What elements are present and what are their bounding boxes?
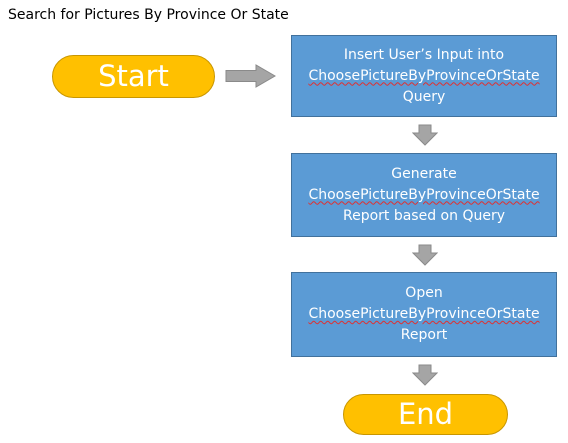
step-2-line-2: ChoosePictureByProvinceOrState bbox=[308, 186, 540, 203]
process-step-open-report: Open ChoosePictureByProvinceOrState Repo… bbox=[291, 272, 557, 357]
right-arrow-icon bbox=[225, 64, 276, 88]
start-terminator: Start bbox=[52, 55, 215, 98]
process-step-insert-input: Insert User’s Input into ChoosePictureBy… bbox=[291, 35, 557, 117]
step-1-line-3: Query bbox=[402, 88, 446, 105]
down-arrow-icon bbox=[412, 124, 438, 146]
step-1-line-1: Insert User’s Input into bbox=[343, 46, 505, 63]
step-3-line-1: Open bbox=[405, 285, 443, 301]
process-step-generate-report: Generate ChoosePictureByProvinceOrState … bbox=[291, 153, 557, 237]
start-label: Start bbox=[98, 59, 169, 93]
down-arrow-icon bbox=[412, 244, 438, 266]
down-arrow-icon bbox=[412, 364, 438, 386]
step-3-line-3: Report bbox=[400, 327, 448, 343]
diagram-title: Search for Pictures By Province Or State bbox=[8, 7, 289, 23]
step-3-line-2: ChoosePictureByProvinceOrState bbox=[308, 306, 540, 322]
step-2-line-1: Generate bbox=[391, 165, 457, 182]
step-1-line-2: ChoosePictureByProvinceOrState bbox=[308, 67, 540, 84]
end-terminator: End bbox=[343, 394, 508, 435]
step-2-line-3: Report based on Query bbox=[342, 207, 505, 224]
end-label: End bbox=[397, 397, 454, 431]
